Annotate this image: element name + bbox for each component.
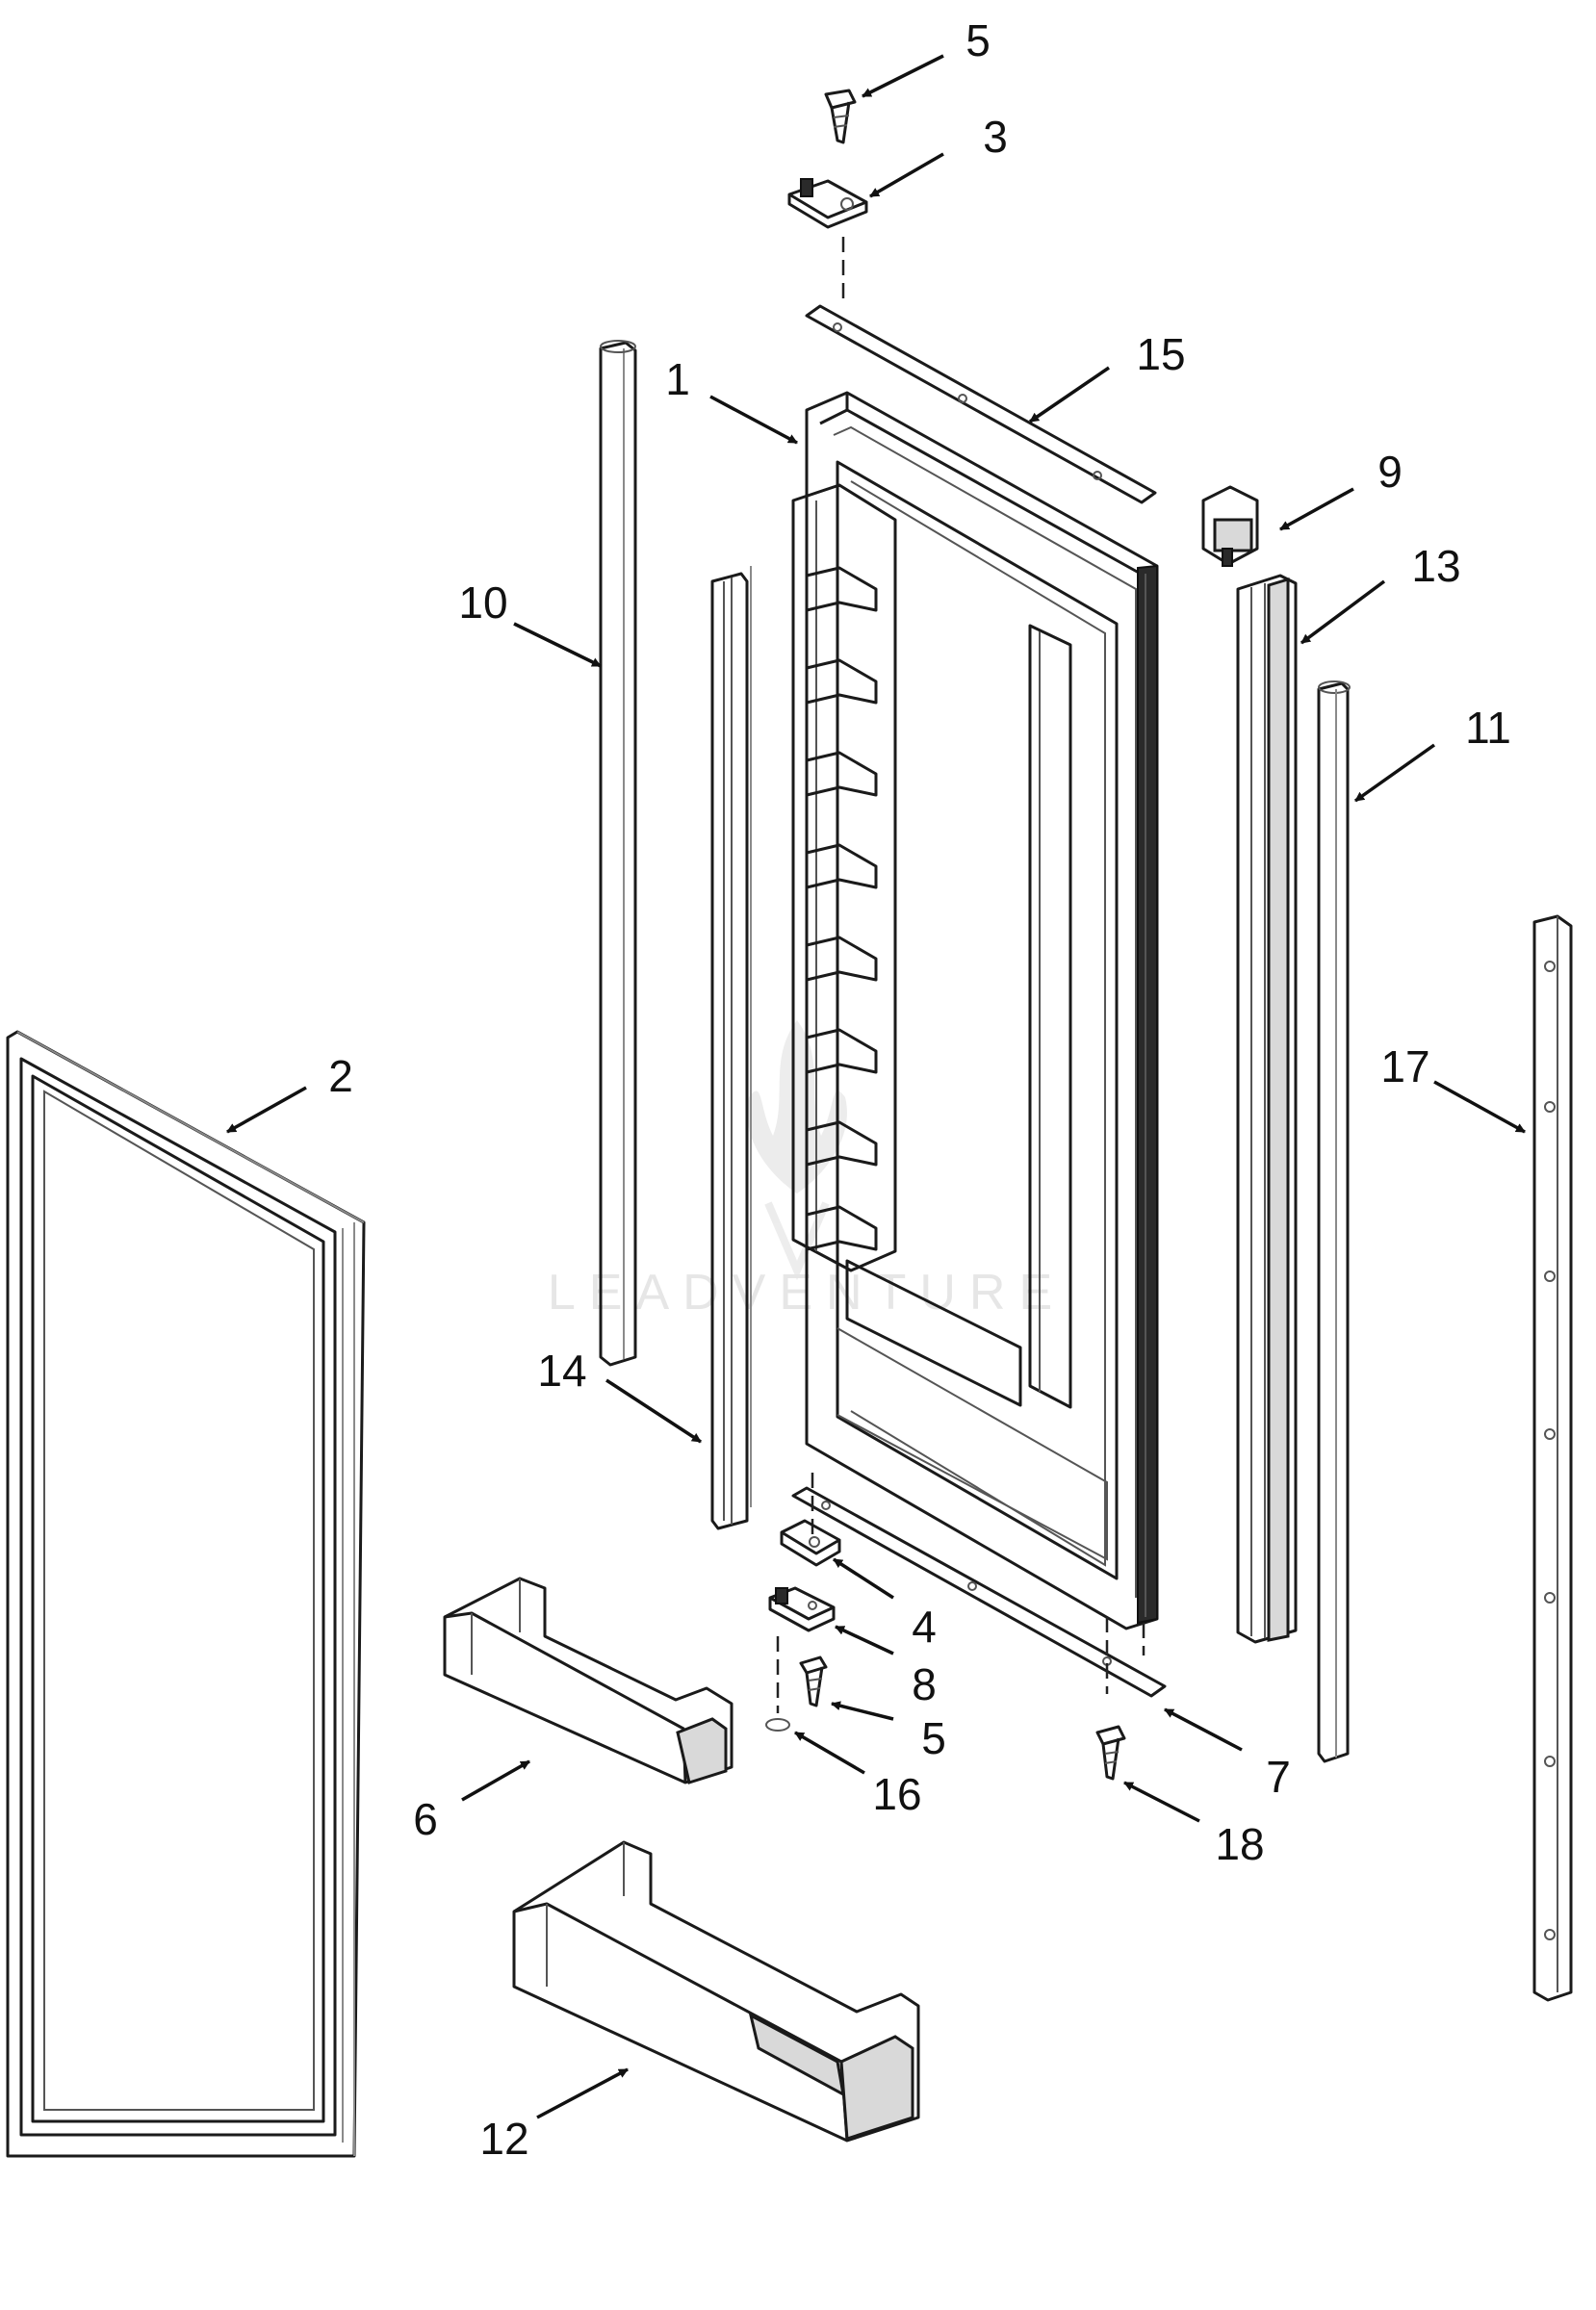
callout-18: 18 — [1215, 1819, 1264, 1869]
arrow-14 — [605, 1378, 702, 1444]
watermark: LEADVENTURE — [548, 1020, 1066, 1321]
arrow-15 — [1029, 366, 1110, 424]
watermark-text: LEADVENTURE — [548, 1265, 1066, 1321]
callout-8: 7 — [1266, 1752, 1291, 1802]
arrow-5-lower — [831, 1701, 894, 1721]
part-10-tube — [599, 340, 637, 1367]
part-1-shelf-bins — [805, 566, 878, 1251]
arrow-10 — [513, 622, 602, 668]
part-15-top-strip — [805, 304, 1157, 504]
part-4-hinge-plate — [780, 1519, 841, 1567]
part-7-hinge-pin-plate — [768, 1586, 836, 1632]
part-2-door-panel — [6, 1030, 366, 2158]
arrow-11 — [1353, 743, 1436, 803]
part-16-washer — [765, 1636, 790, 1732]
arrow-1 — [709, 395, 798, 445]
part-3-hinge-plate — [787, 178, 868, 306]
callout-1: 1 — [665, 354, 690, 404]
callout-14: 14 — [537, 1346, 586, 1396]
part-1-door-liner — [791, 391, 1159, 1630]
callout-5-lower: 5 — [921, 1713, 946, 1763]
arrow-3 — [869, 152, 944, 198]
part-17-trim-bar — [1532, 914, 1573, 2002]
callout-labels: 5 3 1 15 9 10 13 11 2 17 14 4 8 5 16 7 1… — [328, 15, 1511, 2164]
part-5-top-screw — [824, 89, 857, 144]
part-6-door-bin — [443, 1577, 734, 1784]
arrow-17 — [1433, 1080, 1526, 1134]
callout-17: 17 — [1380, 1041, 1429, 1091]
callout-7: 8 — [912, 1659, 937, 1709]
arrow-13 — [1300, 579, 1386, 645]
callout-6: 6 — [413, 1794, 438, 1844]
arrow-5-top — [862, 54, 944, 98]
arrow-8 — [1164, 1707, 1243, 1752]
callout-12: 12 — [479, 2114, 528, 2164]
part-18-screw — [1095, 1725, 1126, 1781]
part-8-bottom-strip — [791, 1473, 1167, 1698]
part-11-tube — [1317, 680, 1351, 1763]
callout-10: 10 — [458, 578, 507, 628]
callout-5-top: 5 — [965, 15, 991, 65]
callout-9: 9 — [1377, 447, 1403, 497]
arrow-9 — [1279, 487, 1354, 531]
callout-arrows — [226, 54, 1526, 2119]
part-9-hinge-bracket — [1201, 485, 1259, 567]
arrow-2 — [226, 1086, 307, 1134]
arrow-7 — [835, 1625, 894, 1656]
arrow-4 — [833, 1557, 894, 1600]
arrow-16 — [794, 1731, 865, 1775]
callout-2: 2 — [328, 1051, 353, 1101]
arrow-6 — [461, 1759, 530, 1802]
part-14-gasket-strip — [710, 566, 752, 1530]
part-12-door-bin — [512, 1840, 920, 2143]
callout-13: 13 — [1411, 541, 1460, 591]
callout-11: 11 — [1465, 703, 1511, 753]
callout-3: 3 — [983, 112, 1008, 162]
arrow-12 — [536, 2067, 629, 2119]
callout-16: 16 — [872, 1769, 921, 1819]
arrow-18 — [1123, 1781, 1200, 1823]
callout-4: 4 — [912, 1602, 937, 1652]
part-5-lower-screw — [799, 1656, 828, 1707]
part-13-channel — [1236, 574, 1298, 1644]
callout-15: 15 — [1136, 329, 1185, 379]
